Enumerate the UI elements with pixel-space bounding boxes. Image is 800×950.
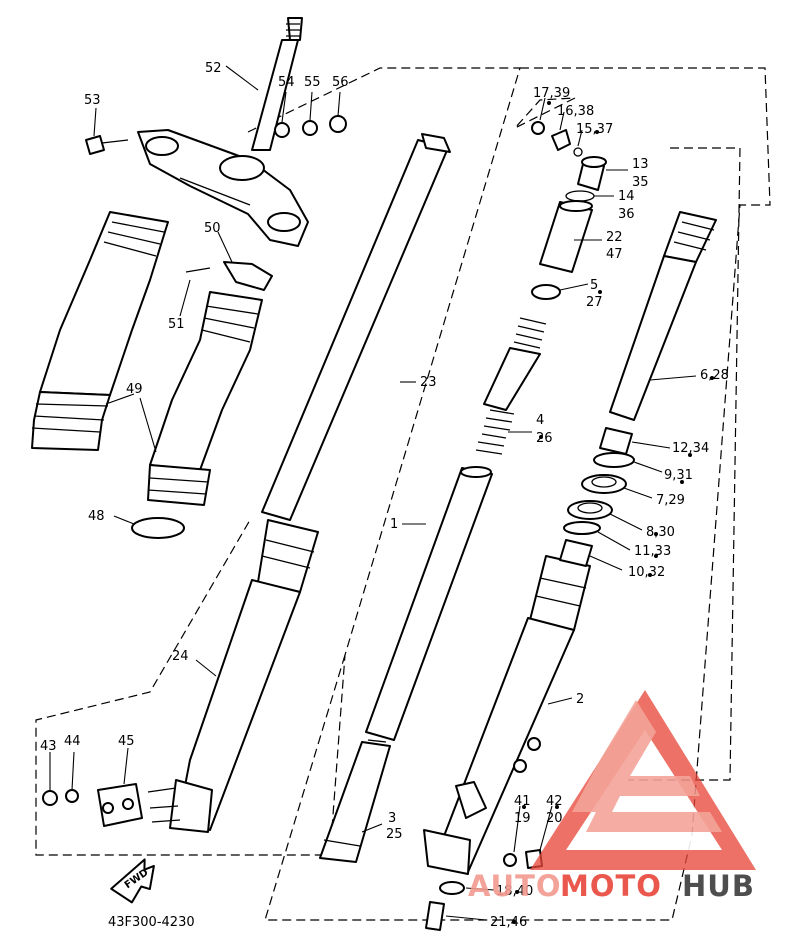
washer-54	[274, 122, 290, 138]
label-20: 20	[546, 811, 563, 826]
boundary-inner	[514, 97, 576, 129]
label-22: 22	[606, 230, 623, 245]
label-56: 56	[332, 75, 349, 90]
label-19: 19	[514, 811, 531, 826]
washer-5	[531, 284, 561, 300]
washer-9	[593, 452, 635, 468]
fork-boot-front	[147, 291, 263, 506]
label-51: 51	[168, 317, 185, 332]
label-2: 2	[576, 692, 584, 707]
inner-tube-right	[609, 211, 717, 421]
watermark-text-moto: MOTO	[560, 869, 662, 903]
leader-lines	[49, 65, 697, 921]
nut-43	[42, 790, 58, 806]
label-48: 48	[88, 509, 105, 524]
outer-tube-right	[423, 555, 591, 875]
label-25: 25	[386, 827, 403, 842]
part-labels: 52 54 55 56 53 50 51 49 48 23 1 24 43 44…	[40, 61, 729, 930]
label-16-38: 16,38	[557, 104, 594, 119]
label-11-33: 11,33	[634, 544, 671, 559]
washer-55	[302, 120, 318, 136]
oil-lock-piece	[319, 739, 391, 863]
label-5: 5	[590, 278, 598, 293]
slide-bush-12	[599, 427, 633, 455]
o-ring-14	[565, 190, 595, 202]
watermark-text-auto: AUTO	[468, 869, 562, 903]
label-23: 23	[420, 375, 437, 390]
boundary-center	[264, 67, 771, 921]
nut-56	[329, 115, 347, 133]
boot-band	[131, 517, 185, 539]
label-21-46: 21,46	[490, 915, 527, 930]
diagram-code: 43F300-4230	[108, 915, 195, 930]
label-47: 47	[606, 247, 623, 262]
label-10-32: 10,32	[628, 565, 665, 580]
label-17-39: 17,39	[533, 86, 570, 101]
front-arrow: FWD	[110, 858, 155, 904]
label-26: 26	[536, 431, 553, 446]
label-43: 43	[40, 739, 57, 754]
steering-shaft	[251, 17, 303, 151]
oil-seal-7	[581, 474, 627, 494]
cable-holder	[223, 261, 273, 291]
label-41: 41	[514, 794, 531, 809]
gasket-18	[439, 881, 465, 895]
label-52: 52	[205, 61, 222, 76]
label-7-29: 7,29	[656, 493, 685, 508]
spacer	[539, 201, 593, 273]
washer-44	[65, 789, 79, 803]
label-14: 14	[618, 189, 635, 204]
ring-11	[563, 521, 601, 535]
clip-8	[567, 500, 613, 520]
valve-15	[573, 147, 583, 157]
inner-tube-left	[261, 133, 451, 521]
washer-41	[503, 853, 517, 867]
label-4: 4	[536, 413, 544, 428]
label-45: 45	[118, 734, 135, 749]
watermark-text-hub: HUB	[682, 869, 755, 903]
label-18-40: 18,40	[496, 884, 533, 899]
label-1: 1	[390, 517, 398, 532]
spacer-top	[559, 200, 593, 212]
label-55: 55	[304, 75, 321, 90]
axle-studs	[147, 787, 181, 823]
label-36: 36	[618, 207, 635, 222]
label-44: 44	[64, 734, 81, 749]
watermark-logo: AUTO MOTO HUB	[468, 690, 756, 903]
crown-bolt	[85, 135, 129, 155]
label-6-28: 6,28	[700, 368, 729, 383]
cap-bolt	[577, 156, 607, 191]
valve-16	[551, 129, 571, 151]
damper-rod	[365, 466, 493, 741]
fork-boot-rear	[31, 211, 169, 451]
label-3: 3	[388, 811, 396, 826]
label-24: 24	[172, 649, 189, 664]
fork-spring-upper	[483, 317, 547, 411]
label-8-30: 8,30	[646, 525, 675, 540]
leader-dots	[512, 101, 714, 924]
label-53: 53	[84, 93, 101, 108]
fork-spring-lower	[475, 409, 515, 455]
boundary-right	[628, 147, 741, 781]
label-9-31: 9,31	[664, 468, 693, 483]
label-42: 42	[546, 794, 563, 809]
label-13: 13	[632, 157, 649, 172]
label-49: 49	[126, 382, 143, 397]
label-54: 54	[278, 75, 295, 90]
under-bracket	[137, 129, 309, 247]
outer-tube-left	[169, 519, 319, 833]
label-50: 50	[204, 221, 221, 236]
axle-holder	[97, 783, 143, 827]
label-12-34: 12,34	[672, 441, 709, 456]
drain-bolt-21	[425, 901, 445, 931]
label-35: 35	[632, 175, 649, 190]
holder-screw	[185, 267, 211, 273]
logo-g-mark	[572, 700, 722, 832]
valve-17	[531, 121, 545, 135]
bush-10	[559, 539, 593, 567]
label-27: 27	[586, 295, 603, 310]
label-15-37: 15,37	[576, 122, 613, 137]
